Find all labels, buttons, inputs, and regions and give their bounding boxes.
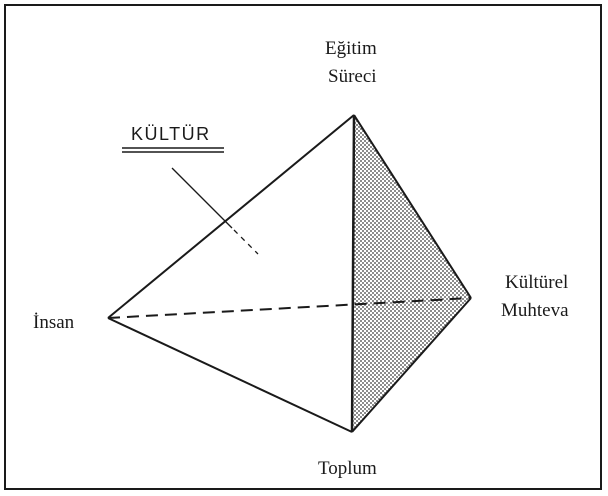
- edge-left-bottom: [107, 317, 353, 433]
- edge-apex-bottom: [350, 114, 356, 433]
- edge-left-right-hidden: [107, 297, 472, 319]
- edge-apex-right: [353, 114, 472, 299]
- apex-label-line1: Eğitim: [325, 38, 377, 59]
- right-label-line1: Kültürel: [505, 272, 568, 293]
- bottom-vertex-label: Toplum: [318, 458, 377, 479]
- title-pointer-line: [171, 167, 233, 229]
- diagram-title: KÜLTÜR: [131, 124, 211, 144]
- edge-left-apex: [107, 114, 355, 319]
- edge-right-bottom: [351, 297, 472, 433]
- apex-label-line2: Süreci: [328, 66, 377, 87]
- right-label-line2: Muhteva: [501, 300, 569, 321]
- shaded-face: [352, 115, 471, 432]
- left-vertex-label: İnsan: [33, 312, 75, 333]
- title-pointer-dashed: [233, 229, 259, 255]
